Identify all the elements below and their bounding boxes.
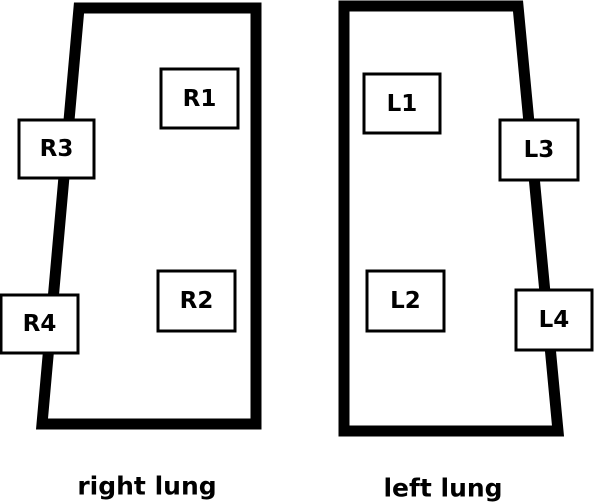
zone-l4-box — [514, 288, 594, 352]
zone-r4-label: R4 — [23, 311, 57, 337]
left-lung-caption: left lung — [383, 474, 502, 502]
right-lung-caption: right lung — [77, 472, 216, 501]
zone-r4-box — [0, 293, 80, 355]
right-lung: R1 R2 R3 R4 right lung — [0, 2, 262, 501]
zone-r1-label: R1 — [183, 86, 217, 112]
zone-l3: L3 — [498, 118, 580, 182]
zone-r1-box — [159, 67, 240, 130]
zone-l1-box — [362, 72, 442, 135]
zone-l1: L1 — [362, 72, 442, 135]
zone-l4-label: L4 — [539, 307, 570, 333]
zone-r3: R3 — [17, 118, 96, 180]
zone-r2-box — [156, 269, 237, 333]
zone-r2-label: R2 — [180, 288, 214, 314]
zone-l2-label: L2 — [390, 288, 421, 314]
zone-l1-label: L1 — [387, 91, 418, 117]
zone-r2: R2 — [156, 269, 237, 333]
left-lung: L1 L2 L3 L4 left lung — [338, 0, 594, 502]
zone-l2-box — [365, 269, 446, 333]
zone-r4: R4 — [0, 293, 80, 355]
left-lung-outline — [338, 0, 565, 437]
zone-l3-box — [498, 118, 580, 182]
zone-r3-box — [17, 118, 96, 180]
zone-r1: R1 — [159, 67, 240, 130]
zone-r3-label: R3 — [40, 136, 74, 162]
zone-l4: L4 — [514, 288, 594, 352]
zone-l2: L2 — [365, 269, 446, 333]
zone-l3-label: L3 — [524, 137, 555, 163]
